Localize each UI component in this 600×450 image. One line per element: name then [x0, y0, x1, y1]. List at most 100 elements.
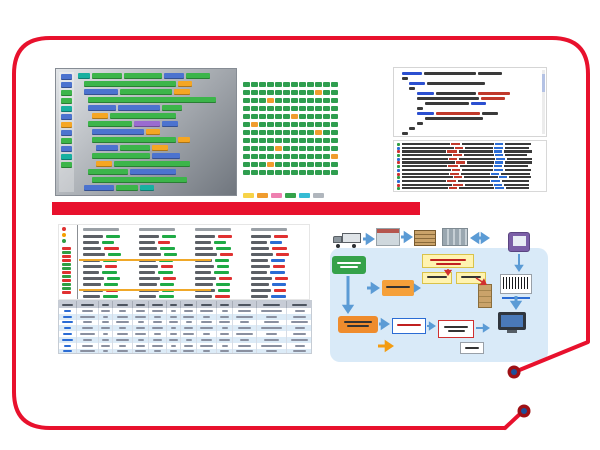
- tile: [307, 114, 314, 119]
- cell-bar: [184, 327, 193, 330]
- quote-value-bar: [274, 235, 288, 238]
- ladder-tick: [62, 271, 71, 274]
- flow-arrowhead: [341, 304, 355, 314]
- cell-bar: [221, 327, 228, 330]
- quote-label-bar: [251, 247, 269, 250]
- legend-chip: [243, 193, 254, 198]
- flow-arrowhead: [365, 232, 375, 246]
- quote-label-bar: [83, 295, 100, 298]
- log-token: [401, 172, 449, 175]
- log-row: [397, 187, 544, 191]
- log-rows: [397, 143, 544, 191]
- quote-value-bar: [107, 277, 120, 280]
- log-token: [461, 143, 494, 146]
- tile: [291, 162, 298, 167]
- table-cell: [217, 348, 233, 353]
- quote-label-bar: [251, 241, 267, 244]
- table-cell: [287, 349, 311, 353]
- quote-value-bar: [160, 283, 174, 286]
- block-row: [78, 177, 233, 183]
- log-token: [501, 179, 529, 183]
- tile: [275, 114, 282, 119]
- log-token: [466, 161, 494, 164]
- ladder-tick: [62, 251, 71, 254]
- tile: [259, 106, 266, 111]
- block: [96, 161, 112, 167]
- cell-bar: [80, 333, 95, 336]
- cell-bar: [199, 344, 214, 347]
- tile: [283, 130, 290, 135]
- flow-arrowhead: [443, 269, 453, 276]
- header-bar: [220, 303, 229, 306]
- quote-label-bar: [139, 295, 156, 298]
- cell-bar: [80, 350, 95, 353]
- table-body: [59, 308, 311, 353]
- highlight-rule-top: [79, 259, 211, 261]
- header-cell: [197, 301, 217, 308]
- cell-bar: [100, 327, 111, 330]
- log-token: [495, 187, 504, 190]
- cell-bar: [238, 309, 251, 312]
- cell-bar: [169, 333, 178, 336]
- tile: [299, 82, 306, 87]
- ladder-tick: [62, 259, 71, 262]
- cell-bar: [118, 344, 127, 347]
- block-row: [78, 73, 233, 79]
- tile: [283, 154, 290, 159]
- cell-bar: [61, 321, 74, 324]
- tile: [315, 138, 322, 143]
- log-bullet: [397, 146, 400, 150]
- ladder-tick: [62, 279, 71, 282]
- log-token: [459, 165, 493, 168]
- log-token: [401, 183, 452, 186]
- palette-block: [61, 90, 72, 96]
- cell-bar: [117, 333, 128, 336]
- red-divider-bar: [52, 202, 420, 215]
- cell-bar: [169, 350, 178, 353]
- log-token: [457, 179, 490, 183]
- block: [88, 97, 216, 103]
- quote-label-bar: [139, 283, 157, 286]
- log-token: [505, 187, 529, 190]
- log-token: [401, 154, 452, 157]
- log-token: [500, 172, 530, 175]
- quote-value-bar: [216, 283, 230, 286]
- block: [120, 145, 150, 151]
- tile: [291, 130, 298, 135]
- log-bullet: [397, 161, 400, 165]
- block: [88, 121, 132, 127]
- legend-chip: [285, 193, 296, 198]
- tile: [307, 82, 314, 87]
- log-token: [401, 143, 450, 146]
- header-bar: [136, 303, 145, 306]
- log-token: [496, 157, 505, 160]
- tile: [251, 130, 258, 135]
- code-token: [417, 107, 423, 110]
- quote-label-bar: [195, 235, 215, 238]
- code-token: [409, 82, 425, 85]
- quote-value-bar: [160, 247, 175, 250]
- tile: [291, 114, 298, 119]
- quote-label-bar: [139, 265, 158, 268]
- code-scrollbar-thumb: [542, 74, 545, 92]
- block: [92, 129, 144, 135]
- tile: [323, 162, 330, 167]
- header-cell: [133, 301, 149, 308]
- tile: [259, 130, 266, 135]
- code-token: [436, 112, 480, 115]
- tile: [315, 130, 322, 135]
- cell-bar: [135, 315, 146, 318]
- log-token: [449, 157, 457, 160]
- tile: [323, 122, 330, 127]
- block: [110, 113, 176, 119]
- code-token: [425, 102, 469, 105]
- tile: [323, 90, 330, 95]
- tile: [251, 90, 258, 95]
- tile-row: [243, 98, 343, 106]
- tile: [315, 82, 322, 87]
- cell-bar: [170, 309, 177, 312]
- tile: [243, 162, 250, 167]
- cell-bar: [115, 321, 130, 324]
- palette-block: [61, 146, 72, 152]
- quote-label-bar: [83, 271, 99, 274]
